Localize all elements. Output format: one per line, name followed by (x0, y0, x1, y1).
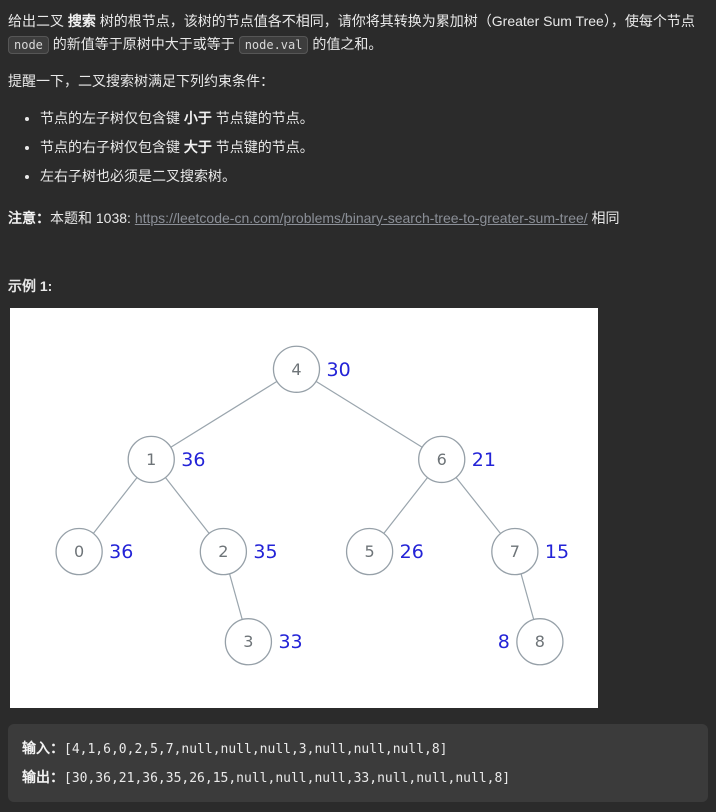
constraint-text: 节点键的节点。 (211, 139, 314, 156)
constraint-text: 节点的右子树仅包含键 (40, 139, 184, 156)
constraint-item-left-subtree: 节点的左子树仅包含键 小于 节点键的节点。 (40, 107, 708, 131)
statement-text: 给出二叉 (8, 13, 68, 29)
output-value: [30,36,21,36,35,26,15,null,null,null,33,… (64, 770, 511, 786)
tree-node-value: 5 (365, 542, 375, 561)
tree-node-circle (127, 435, 175, 483)
tree-node-sum-label: 33 (278, 631, 302, 653)
tree-node-value: 6 (437, 450, 447, 469)
tree-node-circle (272, 345, 321, 393)
statement-text: 的值之和。 (308, 36, 383, 53)
statement-text: 树的根节点，该树的节点值各不相同，请你将其转换为累加树（Greater Sum … (95, 13, 695, 29)
related-problem-link[interactable]: https://leetcode-cn.com/problems/binary-… (134, 209, 588, 226)
tree-node-sum-label: 36 (109, 541, 133, 563)
constraint-item-bst: 左右子树也必须是二叉搜索树。 (40, 165, 708, 189)
tree-node-value: 7 (510, 542, 520, 561)
constraints-list: 节点的左子树仅包含键 小于 节点键的节点。 节点的右子树仅包含键 大于 节点键的… (8, 107, 708, 188)
constraint-text: 节点键的节点。 (211, 110, 314, 127)
tree-node-circle (418, 435, 466, 483)
constraints-intro: 提醒一下，二叉搜索树满足下列约束条件： (8, 73, 274, 90)
constraint-item-right-subtree: 节点的右子树仅包含键 大于 节点键的节点。 (40, 136, 708, 160)
note-paragraph: 注意：本题和 1038: https://leetcode-cn.com/pro… (8, 207, 708, 230)
tree-node-circle (491, 527, 539, 576)
note-text: 相同 (587, 209, 620, 226)
tree-node-circle (55, 527, 103, 576)
example-output-line: 输出：[30,36,21,36,35,26,15,null,null,null,… (22, 763, 694, 792)
tree-node-value: 4 (291, 360, 301, 379)
tree-node-value: 3 (243, 632, 253, 651)
problem-statement: 给出二叉 搜索 树的根节点，该树的节点值各不相同，请你将其转换为累加树（Grea… (8, 10, 708, 56)
example-io-block: 输入：[4,1,6,0,2,5,7,null,null,null,3,null,… (8, 723, 708, 802)
tree-node-circle (199, 527, 248, 576)
statement-text: 的新值等于原树中大于或等于 (48, 36, 239, 53)
tree-node-sum-label: 21 (472, 449, 496, 471)
tree-edge (296, 368, 443, 460)
tree-node-sum-label: 36 (181, 449, 205, 471)
tree-node-sum-label: 30 (327, 359, 351, 381)
inline-code-node-val: node.val (238, 36, 309, 55)
output-label: 输出： (22, 768, 64, 785)
constraint-bold: 大于 (183, 139, 212, 156)
input-value: [4,1,6,0,2,5,7,null,null,null,3,null,nul… (64, 741, 448, 757)
tree-node-value: 2 (218, 542, 228, 561)
tree-node-circle (516, 617, 564, 666)
tree-node-sum-label: 8 (498, 631, 510, 653)
input-label: 输入： (22, 739, 64, 756)
statement-bold: 搜索 (67, 13, 96, 29)
note-text: 本题和 1038: (50, 209, 135, 226)
tree-node-sum-label: 35 (253, 541, 277, 563)
constraint-bold: 小于 (183, 110, 212, 127)
note-label: 注意： (8, 209, 50, 226)
inline-code-node: node (8, 36, 49, 55)
tree-node-circle (345, 527, 394, 576)
problem-page: 给出二叉 搜索 树的根节点，该树的节点值各不相同，请你将其转换为累加树（Grea… (8, 10, 708, 802)
tree-node-value: 0 (74, 542, 84, 561)
tree-edge (150, 368, 297, 460)
example-title: 示例 1: (8, 277, 53, 294)
tree-node-value: 1 (146, 450, 156, 469)
tree-node-circle (224, 617, 273, 666)
constraint-text: 节点的左子树仅包含键 (40, 110, 184, 127)
example-input-line: 输入：[4,1,6,0,2,5,7,null,null,null,3,null,… (22, 734, 694, 763)
tree-node-sum-label: 15 (545, 541, 569, 563)
tree-node-value: 8 (535, 632, 545, 651)
tree-node-sum-label: 26 (400, 541, 424, 563)
